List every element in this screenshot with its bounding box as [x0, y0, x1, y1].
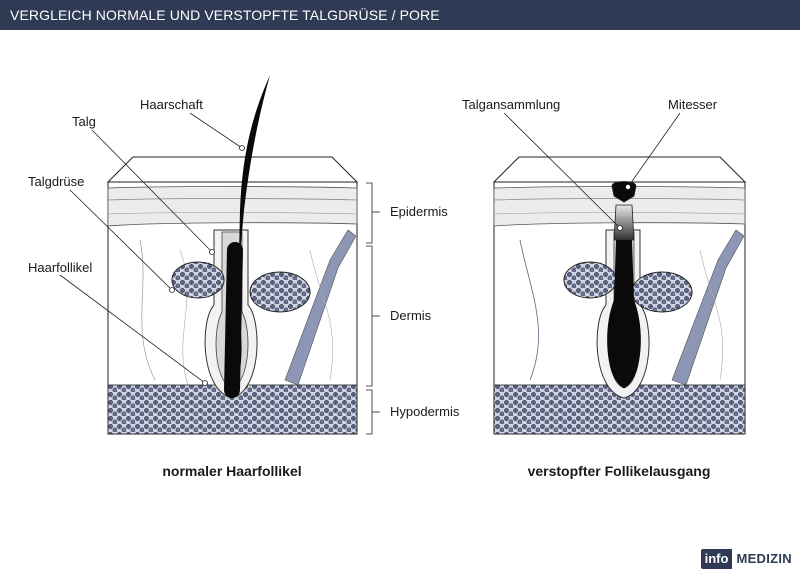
label-dermis: Dermis — [390, 308, 432, 323]
caption-left: normaler Haarfollikel — [162, 463, 301, 479]
caption-right: verstopfter Follikelausgang — [528, 463, 711, 479]
label-haarschaft: Haarschaft — [140, 97, 203, 112]
label-talgdruese: Talgdrüse — [28, 174, 84, 189]
label-mitesser: Mitesser — [668, 97, 718, 112]
normal-follicle-block — [59, 75, 380, 435]
page-header: VERGLEICH NORMALE UND VERSTOPFTE TALGDRÜ… — [0, 0, 800, 30]
brand-logo: info MEDIZIN — [700, 549, 794, 569]
label-talg: Talg — [72, 114, 96, 129]
label-talgansammlung: Talgansammlung — [462, 97, 560, 112]
clogged-follicle-block — [492, 112, 747, 435]
label-haarfollikel: Haarfollikel — [28, 260, 92, 275]
logo-medizin: MEDIZIN — [736, 551, 792, 566]
skin-diagram: Haarschaft Talg Talgdrüse Haarfollikel E… — [28, 75, 747, 479]
page-title: VERGLEICH NORMALE UND VERSTOPFTE TALGDRÜ… — [10, 7, 440, 23]
label-epidermis: Epidermis — [390, 204, 448, 219]
label-hypodermis: Hypodermis — [390, 404, 460, 419]
logo-info: info — [700, 549, 733, 569]
